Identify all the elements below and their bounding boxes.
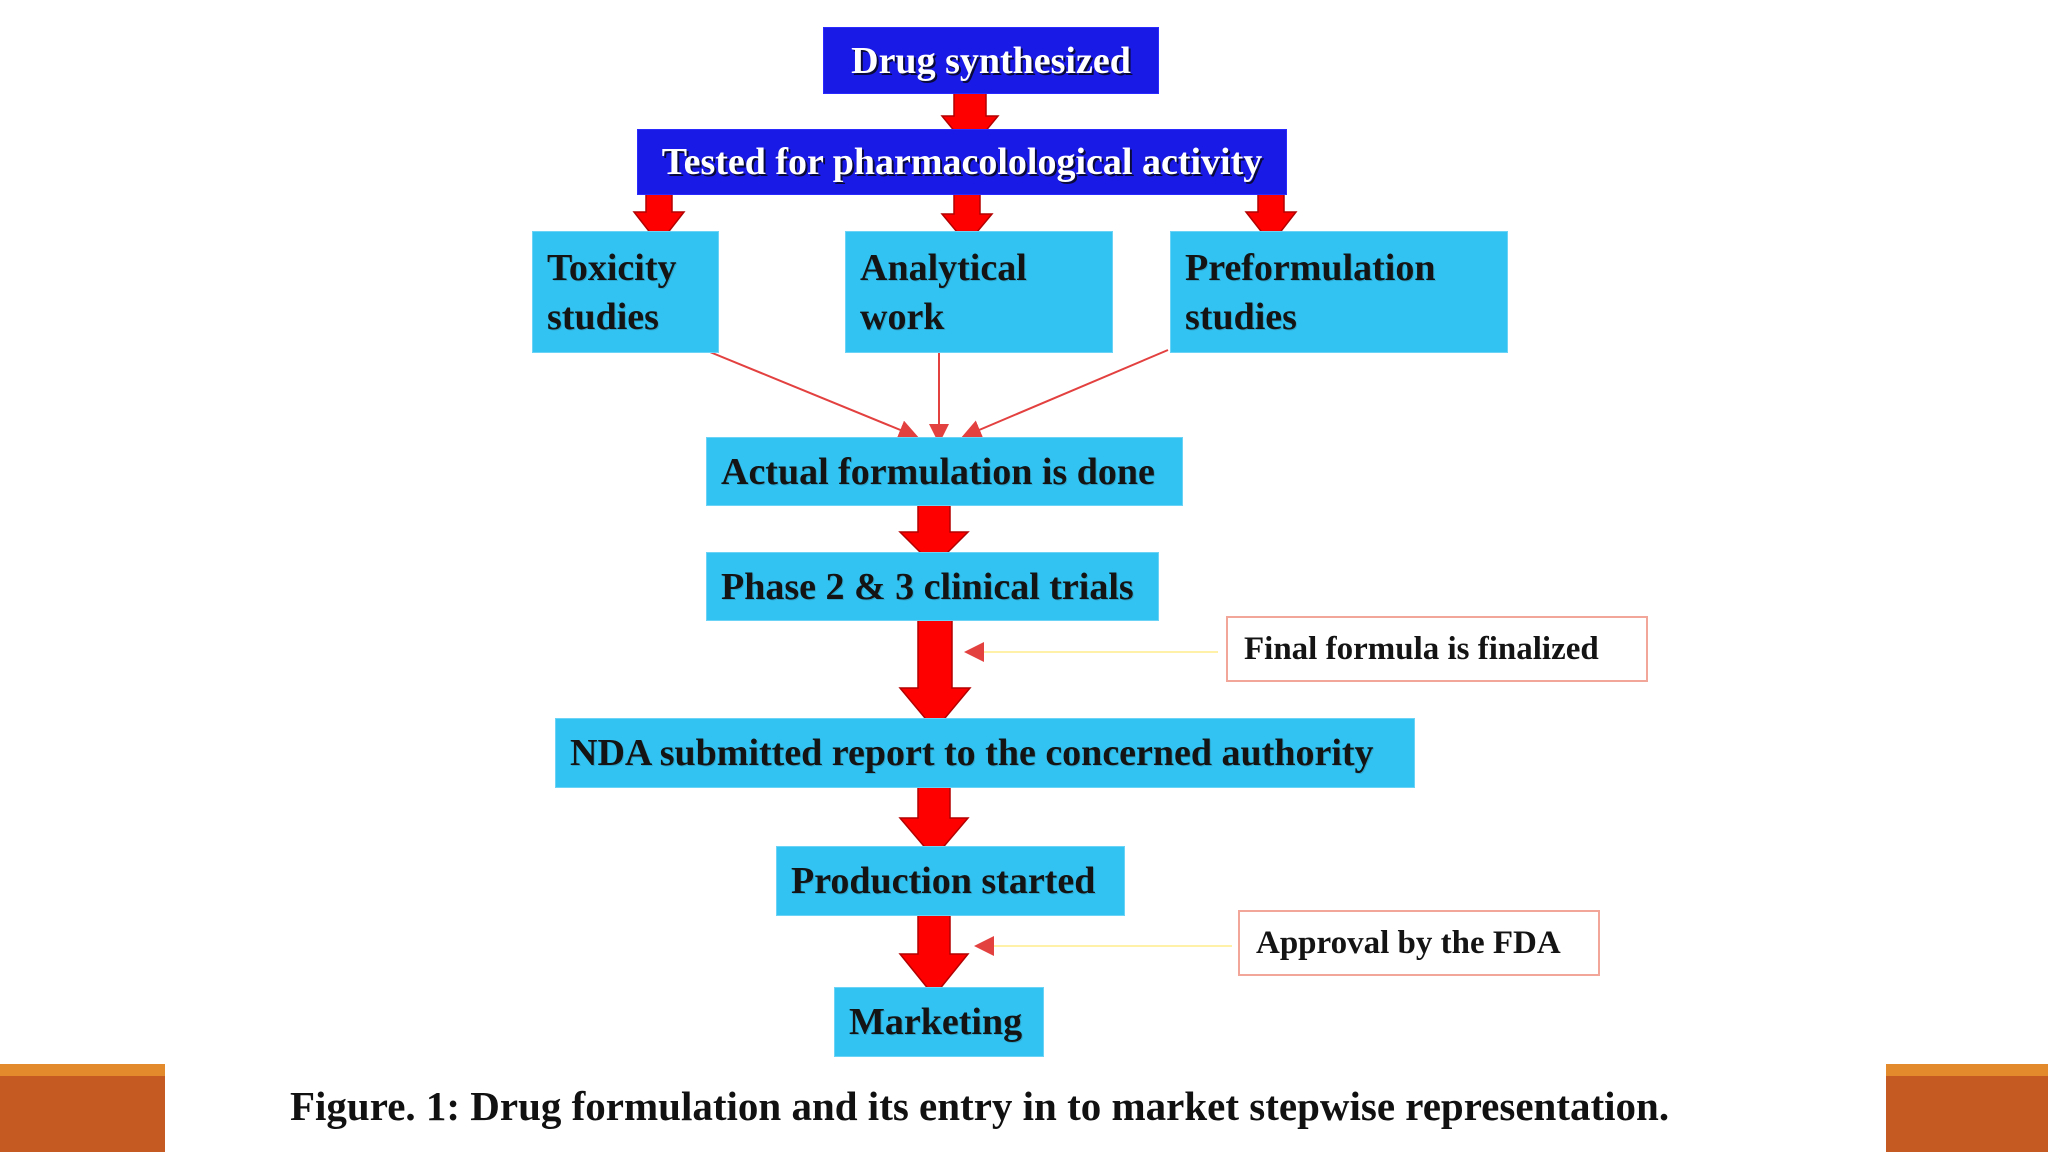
marketing-box: Marketing [834, 987, 1044, 1057]
right-accent-bar [1886, 1076, 2048, 1152]
phase-trials-box: Phase 2 & 3 clinical trials [706, 552, 1159, 621]
actual-formulation-label: Actual formulation is done [721, 450, 1155, 493]
toxicity-to-formulation-arrow [704, 349, 919, 440]
production-started-box: Production started [776, 846, 1125, 916]
production-started-label: Production started [791, 860, 1096, 902]
fda-approval-label: Approval by the FDA [1256, 924, 1561, 961]
trials-to-nda-arrow [898, 617, 972, 732]
drug-synthesized-box: Drug synthesized [823, 27, 1159, 94]
toxicity-label-line1: Toxicity [547, 247, 677, 289]
tested-activity-label: Tested for pharmacolological activity [661, 141, 1263, 183]
actual-formulation-box: Actual formulation is done [706, 437, 1183, 506]
fda-approval-note: Approval by the FDA [1238, 910, 1600, 976]
preformulation-label-line2: studies [1185, 296, 1297, 338]
phase-trials-label: Phase 2 & 3 clinical trials [721, 565, 1134, 608]
toxicity-studies-box: Toxicity studies [532, 231, 719, 353]
figure-caption: Figure. 1: Drug formulation and its entr… [290, 1083, 1670, 1129]
left-accent-bar [0, 1076, 165, 1152]
formulation-to-trials-arrow [898, 501, 970, 568]
final-formula-note: Final formula is finalized [1226, 616, 1648, 682]
drug-synthesized-label: Drug synthesized [851, 39, 1131, 82]
left-accent-bar-top [0, 1064, 165, 1076]
nda-submitted-label: NDA submitted report to the concerned au… [570, 732, 1374, 774]
final-formula-label: Final formula is finalized [1244, 630, 1599, 667]
right-accent-bar-top [1886, 1064, 2048, 1076]
toxicity-label-line2: studies [547, 296, 659, 338]
marketing-label: Marketing [849, 1001, 1023, 1043]
preformulation-to-formulation-arrow [961, 349, 1169, 439]
analytical-work-box: Analytical work [845, 231, 1113, 353]
preformulation-studies-box: Preformulation studies [1170, 231, 1508, 353]
preformulation-label-line1: Preformulation [1185, 247, 1436, 289]
analytical-label-line1: Analytical [860, 247, 1027, 289]
nda-to-production-arrow [898, 783, 970, 860]
tested-activity-box: Tested for pharmacolological activity [637, 129, 1287, 195]
analytical-label-line2: work [860, 296, 945, 338]
nda-submitted-box: NDA submitted report to the concerned au… [555, 718, 1415, 788]
production-to-marketing-arrow [898, 911, 970, 998]
